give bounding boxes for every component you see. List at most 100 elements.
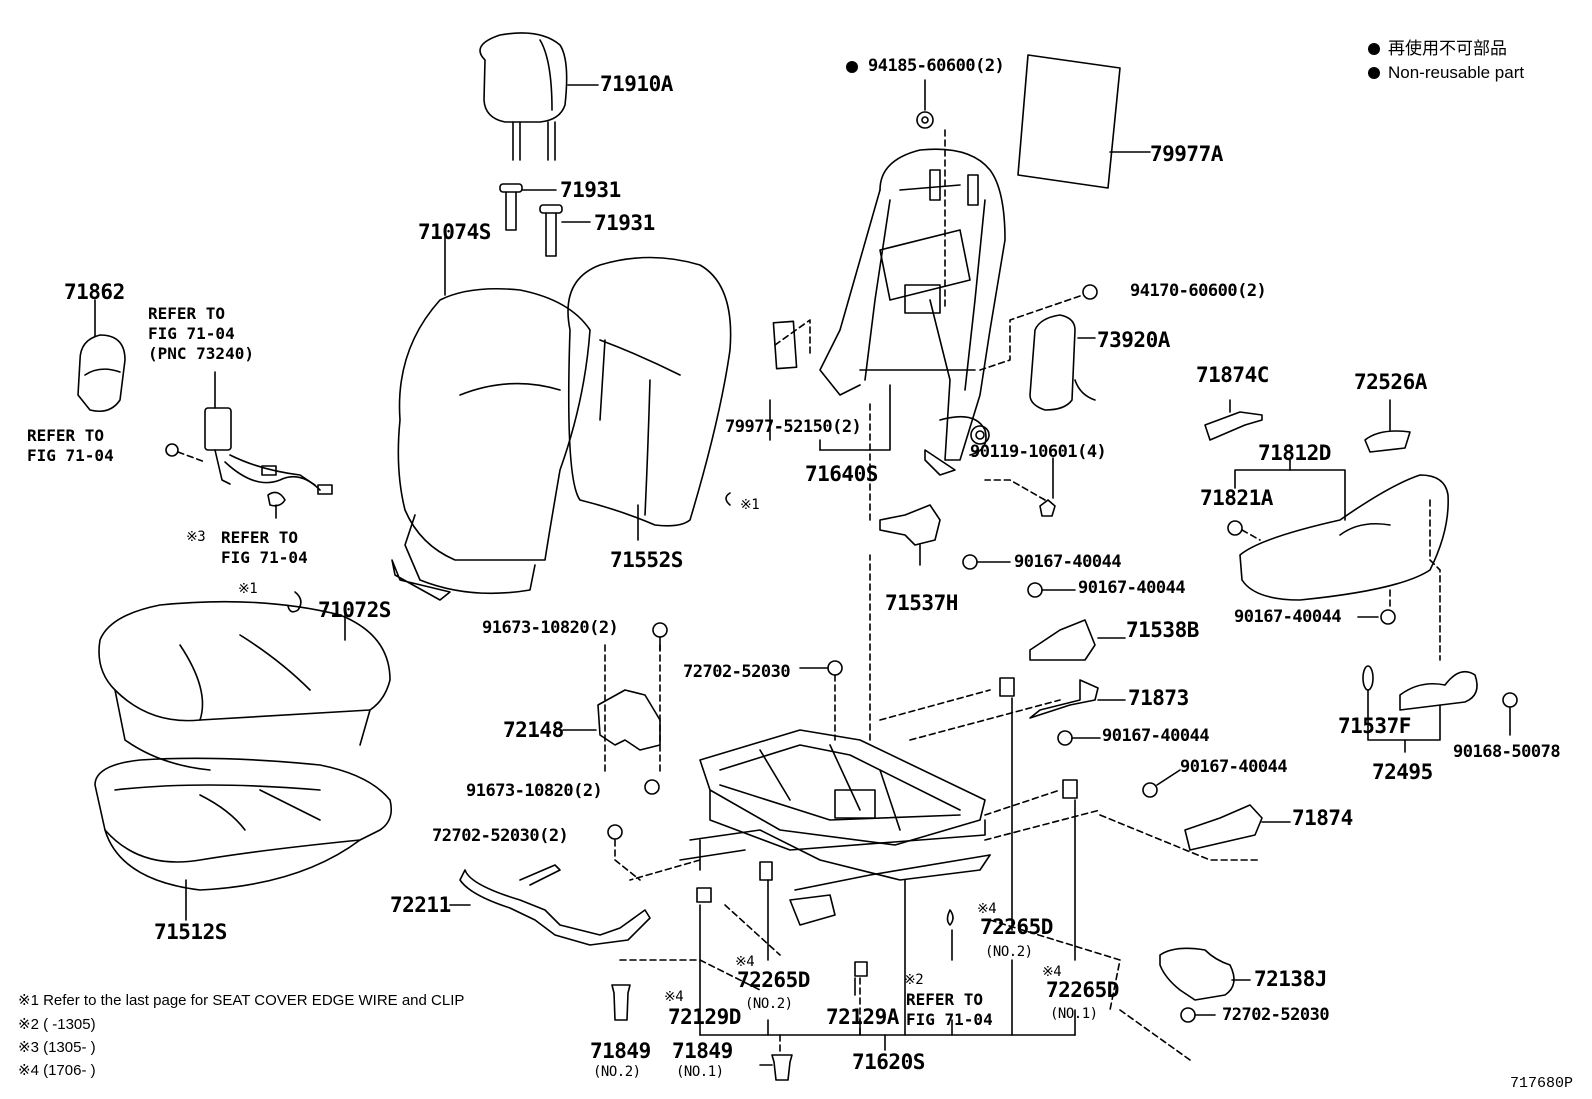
part-71931-b[interactable]: 71931	[594, 211, 655, 235]
part-72265D-a[interactable]: 72265D	[980, 915, 1053, 939]
refer-line: REFER TO	[148, 304, 226, 323]
wire-72211-drawing	[459, 869, 651, 946]
part-72211[interactable]: 72211	[390, 893, 451, 917]
seatback-cover-drawing	[391, 234, 591, 601]
part-79977A[interactable]: 79977A	[1150, 142, 1223, 166]
knob-72526a-drawing	[1364, 430, 1411, 453]
part-72148[interactable]: 72148	[503, 718, 564, 742]
legend-text-jp: 再使用不可部品	[1388, 39, 1507, 58]
seat-belt-drawing	[165, 371, 333, 495]
mark-1-b: ※1	[238, 581, 258, 597]
part-71537F[interactable]: 71537F	[1338, 714, 1411, 738]
headrest-drawing	[479, 32, 599, 161]
part-71849-a-no: (NO.2)	[593, 1064, 641, 1080]
refer-left[interactable]: REFER TO FIG 71-04	[27, 426, 114, 466]
part-72138J[interactable]: 72138J	[1254, 967, 1327, 991]
part-71874[interactable]: 71874	[1292, 806, 1353, 830]
part-72702-52030-b[interactable]: 72702-52030(2)	[432, 826, 569, 846]
cover-72138j-drawing	[1159, 947, 1235, 1001]
mark-4-b: ※4	[735, 954, 755, 970]
part-72265D-c[interactable]: 72265D	[1046, 978, 1119, 1002]
seat-track-drawing	[619, 554, 1191, 1061]
part-90167-40044-b[interactable]: 90167-40044	[1078, 578, 1186, 598]
refer-belt-cover[interactable]: REFER TO FIG 71-04	[221, 528, 308, 568]
part-72265D-b[interactable]: 72265D	[737, 968, 810, 992]
part-71874C[interactable]: 71874C	[1196, 363, 1269, 387]
part-71849-b[interactable]: 71849	[672, 1039, 733, 1063]
part-72702-52030-c[interactable]: 72702-52030	[1222, 1005, 1330, 1025]
part-71849-a[interactable]: 71849	[590, 1039, 651, 1063]
part-71812D[interactable]: 71812D	[1258, 441, 1331, 465]
clip-a-drawing	[725, 492, 731, 506]
non-reusable-dot-icon	[1368, 67, 1380, 79]
part-72526A[interactable]: 72526A	[1354, 370, 1427, 394]
part-90167-40044-e[interactable]: 90167-40044	[1234, 607, 1342, 627]
belt-cover-drawing	[267, 491, 286, 507]
figure-code: 717680P	[1510, 1075, 1574, 1092]
footnote-2: ※2 ( -1305)	[18, 1016, 96, 1033]
footnote-4: ※4 (1706- )	[18, 1062, 96, 1079]
part-90119-10601[interactable]: 90119-10601(4)	[970, 442, 1107, 462]
part-71640S[interactable]: 71640S	[805, 462, 878, 486]
lumbar-drawing	[1029, 314, 1076, 411]
part-72129D[interactable]: 72129D	[668, 1005, 741, 1029]
seat-cushion-pad-drawing	[94, 757, 393, 921]
refer-line: REFER TO	[27, 426, 105, 445]
part-91673-10820-a[interactable]: 91673-10820(2)	[482, 618, 619, 638]
mark-4-c: ※4	[1042, 964, 1062, 980]
part-90167-40044-c[interactable]: 90167-40044	[1102, 726, 1210, 746]
part-71074S[interactable]: 71074S	[418, 220, 491, 244]
part-71910A[interactable]: 71910A	[600, 72, 673, 96]
footnote-3: ※3 (1305- )	[18, 1039, 96, 1056]
part-71537H[interactable]: 71537H	[885, 591, 958, 615]
cover-71874c-drawing	[1204, 411, 1263, 441]
cover-71874-drawing	[1184, 804, 1263, 851]
mark-3: ※3	[186, 529, 206, 545]
part-71552S[interactable]: 71552S	[610, 548, 683, 572]
part-90167-40044-a[interactable]: 90167-40044	[1014, 552, 1122, 572]
part-71620S[interactable]: 71620S	[852, 1050, 925, 1074]
part-94185-60600[interactable]: 94185-60600(2)	[868, 56, 1005, 76]
legend-item-jp: 再使用不可部品	[1368, 40, 1507, 57]
part-71931-a[interactable]: 71931	[560, 178, 621, 202]
recliner-cover-drawing	[1239, 474, 1449, 601]
part-72129A[interactable]: 72129A	[826, 1005, 899, 1029]
refer-line: FIG 71-04	[221, 548, 308, 567]
part-71849-b-no: (NO.1)	[676, 1064, 724, 1080]
lever-72495-drawing	[1399, 670, 1478, 711]
part-71072S[interactable]: 71072S	[318, 598, 391, 622]
refer-rail[interactable]: REFER TO FIG 71-04	[906, 990, 993, 1030]
part-71538B[interactable]: 71538B	[1126, 618, 1199, 642]
part-72265D-c-no: (NO.1)	[1050, 1006, 1098, 1022]
refer-line: FIG 71-04	[27, 446, 114, 465]
bracket-72148-drawing	[597, 689, 661, 751]
bracket-71537h-drawing	[879, 504, 941, 546]
seat-cushion-cover-drawing	[98, 600, 391, 771]
part-72265D-a-no: (NO.2)	[985, 944, 1033, 960]
refer-line: FIG 71-04	[148, 324, 235, 343]
part-71821A[interactable]: 71821A	[1200, 486, 1273, 510]
legend-text-en: Non-reusable part	[1388, 63, 1525, 82]
mark-1-a: ※1	[740, 497, 760, 513]
footnote-1: ※1 Refer to the last page for SEAT COVER…	[18, 992, 465, 1009]
pin-71849-no2-drawing	[611, 984, 631, 1021]
part-91673-10820-b[interactable]: 91673-10820(2)	[466, 781, 603, 801]
part-72702-52030-a[interactable]: 72702-52030	[683, 662, 791, 682]
part-72265D-b-no: (NO.2)	[745, 996, 793, 1012]
part-71512S[interactable]: 71512S	[154, 920, 227, 944]
part-72495[interactable]: 72495	[1372, 760, 1433, 784]
mark-4-d: ※4	[664, 989, 684, 1005]
part-79977-52150[interactable]: 79977-52150(2)	[725, 417, 862, 437]
part-90167-40044-d[interactable]: 90167-40044	[1180, 757, 1288, 777]
clip-b-drawing	[287, 591, 302, 613]
part-71862[interactable]: 71862	[64, 280, 125, 304]
part-90168-50078[interactable]: 90168-50078	[1453, 742, 1561, 762]
part-73920A[interactable]: 73920A	[1097, 328, 1170, 352]
refer-seat-belt[interactable]: REFER TO FIG 71-04 (PNC 73240)	[148, 304, 254, 364]
part-71873[interactable]: 71873	[1128, 686, 1189, 710]
part-94170-60600[interactable]: 94170-60600(2)	[1130, 281, 1267, 301]
refer-line: (PNC 73240)	[148, 344, 254, 363]
trim-cover-drawing	[77, 299, 126, 413]
seatback-pad-drawing	[567, 256, 732, 541]
refer-line: REFER TO	[221, 528, 299, 547]
